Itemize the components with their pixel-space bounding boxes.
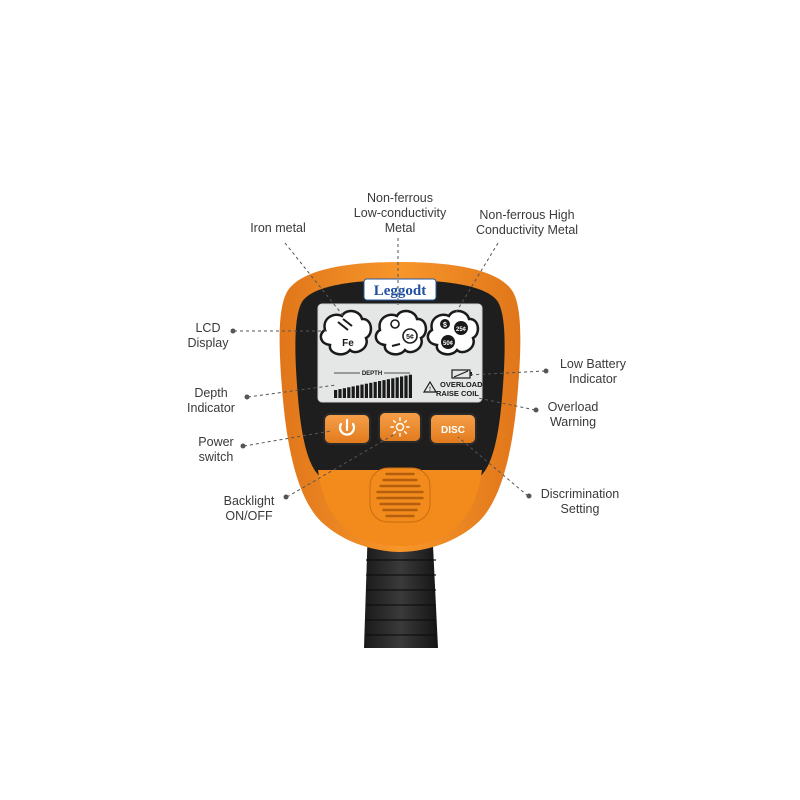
depth-bar [360,384,364,398]
callout-nonferrous-high: Non-ferrous High Conductivity Metal [475,208,579,237]
coin-50-label: 50¢ [443,341,454,347]
depth-bar-graph [334,374,412,398]
dollar-label: $ [443,322,447,329]
depth-bar [334,390,338,398]
iron-icon: Fe [319,309,373,356]
callout-lines [234,238,546,498]
depth-bar [395,377,399,398]
disc-button-label: DISC [441,425,465,436]
depth-bar [378,381,382,398]
brand-name: Leggodt [374,283,427,299]
battery-icon [451,369,472,379]
depth-bar [364,383,368,398]
callout-discrimination: Discrimination Setting [540,487,620,516]
depth-bar [373,381,377,398]
depth-label: DEPTH [362,371,382,377]
raise-coil-label: RAISE COIL [436,389,479,398]
sun-icon [390,417,410,437]
speaker-grille [369,467,431,523]
callout-lcd-display: LCD Display [187,321,229,350]
depth-bar [356,385,360,398]
depth-bar [347,387,351,398]
depth-bar [400,376,404,398]
depth-bar [342,388,346,398]
svg-text:!: ! [429,387,431,393]
low-conductivity-icon: 5¢ [374,309,428,356]
overload-label: OVERLOAD [440,380,483,389]
coin-25-label: 25¢ [456,327,467,333]
depth-bar [391,378,395,398]
depth-bar [404,375,408,398]
depth-bar [369,382,373,398]
power-icon [338,418,356,436]
handle [364,525,438,648]
depth-bar [351,386,355,398]
depth-bar [382,380,386,398]
iron-label: Fe [342,338,354,349]
callout-dots [230,328,549,500]
depth-bar [338,389,342,398]
disc-button[interactable]: DISC [429,413,477,445]
callout-depth-indicator: Depth Indicator [187,386,235,415]
callout-backlight: Backlight ON/OFF [223,494,275,523]
callout-low-battery: Low Battery Indicator [559,357,626,386]
callout-overload-warning: Overload Warning [547,400,599,429]
low-coin-label: 5¢ [406,334,414,341]
backlight-button[interactable] [378,411,422,443]
warning-icon: ! [422,380,438,393]
callout-iron-metal: Iron metal [250,221,306,235]
callout-power-switch: Power switch [198,435,234,464]
brand-logo: Leggodt [363,278,437,301]
depth-bar [408,374,412,398]
power-button[interactable] [323,413,371,445]
high-conductivity-icon: $ 25¢ 50¢ [426,309,480,356]
callout-nonferrous-low: Non-ferrous Low-conductivity Metal [353,191,447,235]
depth-bar [386,379,390,398]
